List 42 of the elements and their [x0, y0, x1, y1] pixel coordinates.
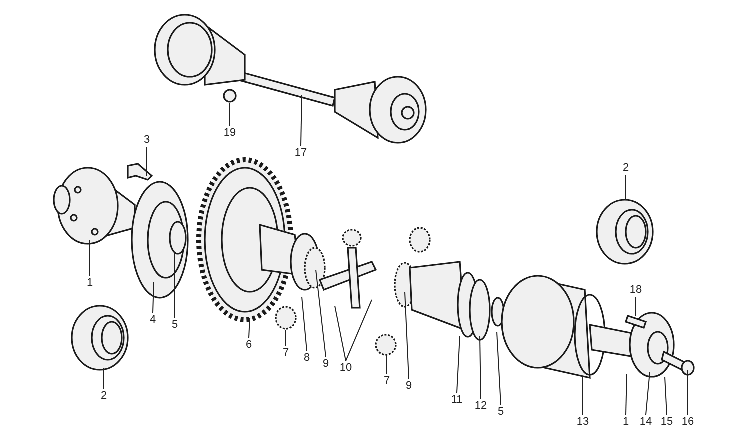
- callout-number: 16: [678, 415, 698, 429]
- callout-number: 9: [316, 357, 336, 371]
- callout-number: 14: [636, 415, 656, 429]
- callout-number: 6: [239, 338, 259, 352]
- callout-number: 12: [471, 399, 491, 413]
- callout-number: 19: [220, 126, 240, 140]
- leader-line: [334, 306, 346, 362]
- callout-number: 7: [276, 346, 296, 360]
- callout-number: 17: [291, 146, 311, 160]
- leader-line: [346, 300, 372, 362]
- leader-line: [316, 270, 326, 358]
- leader-line: [582, 376, 584, 416]
- callout-number: 4: [143, 313, 163, 327]
- callout-number: 5: [165, 318, 185, 332]
- callout-number: 7: [377, 374, 397, 388]
- callout-number: 18: [626, 283, 646, 297]
- leader-line: [152, 282, 154, 314]
- callout-number: 2: [616, 161, 636, 175]
- leader-line: [146, 146, 148, 176]
- leader-line: [664, 376, 668, 416]
- callout-number: 15: [657, 415, 677, 429]
- callout-number: 1: [616, 415, 636, 429]
- callout-number: 1: [80, 276, 100, 290]
- leader-line: [386, 354, 388, 374]
- leader-line: [480, 336, 482, 400]
- callout-number: 11: [447, 393, 467, 407]
- leader-line: [496, 332, 502, 406]
- leader-line: [456, 336, 460, 394]
- leader-line: [174, 252, 176, 318]
- callout-number: 10: [336, 361, 356, 375]
- leader-line: [404, 292, 410, 380]
- callout-number: 2: [94, 389, 114, 403]
- leader-line: [626, 374, 628, 416]
- callout-number: 3: [137, 133, 157, 147]
- leader-line: [300, 94, 302, 146]
- leader-line: [248, 318, 250, 338]
- callout-number: 5: [491, 405, 511, 419]
- callout-number: 13: [573, 415, 593, 429]
- callout-number: 9: [399, 379, 419, 393]
- leader-line: [646, 372, 650, 416]
- callout-number: 8: [297, 351, 317, 365]
- leader-line: [302, 296, 308, 352]
